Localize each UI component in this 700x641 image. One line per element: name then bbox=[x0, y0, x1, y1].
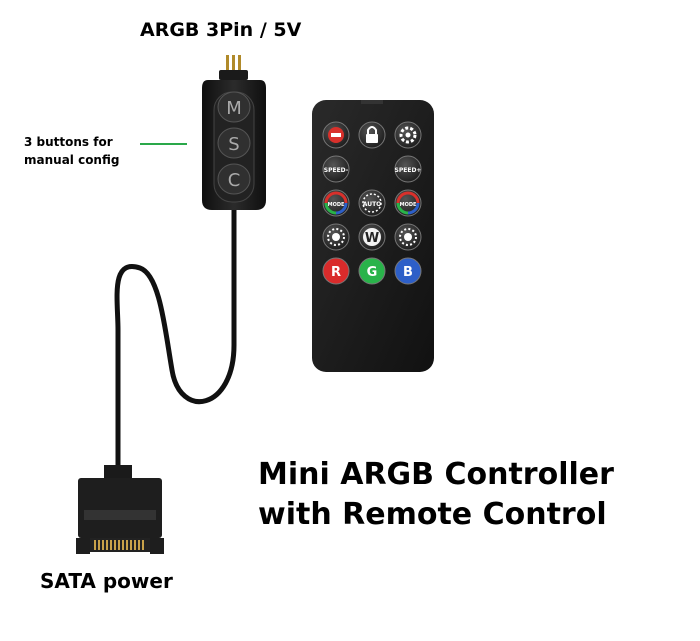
product-title-line-2: with Remote Control bbox=[258, 497, 607, 532]
mode-minus-label: MODE bbox=[328, 202, 345, 208]
product-title-line-1: Mini ARGB Controller bbox=[258, 457, 614, 492]
sata-power-label: SATA power bbox=[40, 569, 173, 593]
remote-green-button[interactable]: G bbox=[358, 257, 386, 285]
controller-button-s-label: S bbox=[228, 134, 239, 155]
auto-label: AUTO bbox=[363, 201, 382, 208]
remote-red-button[interactable]: R bbox=[322, 257, 350, 285]
red-label: R bbox=[331, 265, 341, 280]
blue-label: B bbox=[403, 265, 413, 280]
remote-settings-button[interactable] bbox=[394, 121, 422, 149]
connector-label: ARGB 3Pin / 5V bbox=[140, 19, 302, 41]
sun-icon bbox=[327, 228, 345, 246]
remote-auto-button[interactable]: AUTO bbox=[358, 189, 386, 217]
argb-3pin-connector bbox=[219, 55, 248, 80]
gear-icon bbox=[399, 126, 417, 144]
controller-button-c[interactable]: C bbox=[217, 163, 251, 195]
sun-icon bbox=[399, 228, 417, 246]
buttons-note-line-2: manual config bbox=[24, 153, 120, 167]
cable bbox=[114, 202, 237, 471]
remote-mode-minus-button[interactable]: MODE bbox=[322, 189, 350, 217]
speed-minus-label: SPEED- bbox=[324, 167, 349, 174]
remote-brightness-down-button[interactable] bbox=[322, 223, 350, 251]
buttons-note: 3 buttons for manual config bbox=[24, 133, 119, 169]
controller-button-c-label: C bbox=[228, 170, 241, 191]
remote-brightness-up-button[interactable] bbox=[394, 223, 422, 251]
remote-speed-plus-button[interactable]: SPEED+ bbox=[394, 155, 422, 183]
remote-mode-plus-button[interactable]: MODE bbox=[394, 189, 422, 217]
lock-icon bbox=[366, 126, 378, 143]
remote-blue-button[interactable]: B bbox=[394, 257, 422, 285]
product-title: Mini ARGB Controller with Remote Control bbox=[258, 455, 614, 535]
speed-plus-label: SPEED+ bbox=[395, 167, 422, 174]
buttons-note-line-1: 3 buttons for bbox=[24, 135, 113, 149]
remote-speed-minus-button[interactable]: SPEED- bbox=[322, 155, 350, 183]
white-label: W bbox=[365, 231, 379, 246]
remote-power-button[interactable] bbox=[322, 121, 350, 149]
controller-button-m[interactable]: M bbox=[217, 91, 251, 123]
remote-white-button[interactable]: W bbox=[358, 223, 386, 251]
sata-connector bbox=[76, 465, 164, 554]
mode-plus-label: MODE bbox=[400, 202, 417, 208]
controller-button-s[interactable]: S bbox=[217, 127, 251, 159]
controller-button-m-label: M bbox=[226, 98, 242, 119]
green-label: G bbox=[367, 265, 378, 280]
remote-lock-button[interactable] bbox=[358, 121, 386, 149]
